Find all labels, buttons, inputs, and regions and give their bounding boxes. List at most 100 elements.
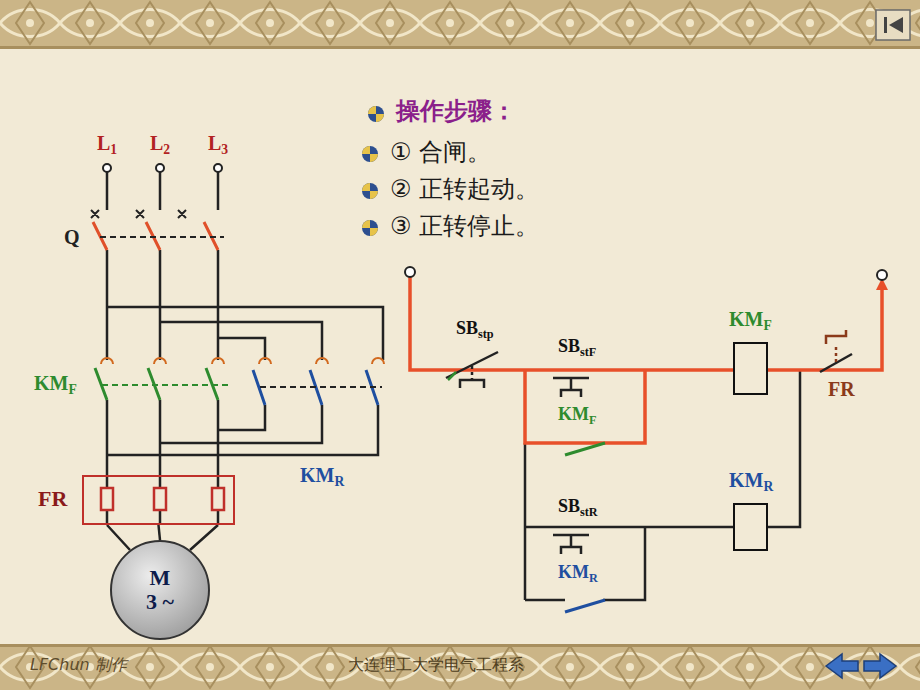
text-subscript: 2 xyxy=(163,142,170,157)
footer-text: 大连理工大学电气工程系 xyxy=(348,656,524,674)
coil-box: KMR xyxy=(733,503,768,551)
power-wire xyxy=(107,405,378,455)
bullet-icon xyxy=(370,228,378,236)
bullet-icon xyxy=(362,183,378,199)
thermal-element xyxy=(101,488,224,510)
bullet-icon xyxy=(368,106,384,122)
bullet-icon xyxy=(362,220,378,236)
start-button xyxy=(553,535,589,554)
footer-text: LFChun 制作 xyxy=(30,656,127,674)
power-wire xyxy=(107,400,218,475)
part-label: KMR xyxy=(300,464,344,490)
control-wire xyxy=(525,370,800,600)
bullet-icon xyxy=(362,220,370,228)
decor-band xyxy=(0,646,920,690)
part-label: KMR xyxy=(729,469,773,495)
nav-button xyxy=(876,10,910,40)
text-main: M xyxy=(150,565,171,590)
terminal xyxy=(214,164,222,172)
text-subscript: stp xyxy=(478,327,494,341)
bullet-icon xyxy=(368,106,376,114)
start-button xyxy=(553,378,589,554)
text-main: L xyxy=(97,132,110,154)
terminal xyxy=(405,267,887,280)
nav-button xyxy=(864,654,896,678)
part-label: Q xyxy=(64,226,80,249)
terminal xyxy=(103,164,222,172)
text-main: SB xyxy=(558,336,580,356)
part-label: SBstp xyxy=(456,318,494,341)
thermal-element xyxy=(101,488,224,510)
text-main: ① 合闸。 xyxy=(390,138,491,166)
nav-button xyxy=(884,17,887,33)
part-label: L3 xyxy=(208,132,228,158)
contactor-kmr xyxy=(253,370,382,405)
motor-text: M xyxy=(150,566,171,590)
text-main: SB xyxy=(558,496,580,516)
decor-band xyxy=(0,0,920,46)
overload-contact xyxy=(826,330,846,344)
text-main: KM xyxy=(34,372,68,394)
bullet-icon xyxy=(368,106,384,122)
part-label: KMF xyxy=(729,308,772,334)
control-wire xyxy=(525,527,645,600)
text-main: ③ 正转停止。 xyxy=(390,212,539,240)
part-label: FR xyxy=(38,487,67,511)
start-button xyxy=(553,378,589,397)
text-subscript: 3 xyxy=(221,142,228,157)
bullet-icon xyxy=(370,191,378,199)
motor-circle: M3 ~ xyxy=(110,540,210,640)
stop-button xyxy=(446,352,498,388)
part-label: SBstR xyxy=(558,496,598,519)
text-main: FR xyxy=(38,486,67,511)
text-main: KM xyxy=(729,469,763,491)
step-text: ① 合闸。 xyxy=(390,139,491,167)
text-main: 大连理工大学电气工程系 xyxy=(348,655,524,674)
text-main: Q xyxy=(64,226,80,248)
text-subscript: stR xyxy=(580,505,598,519)
holding-contact xyxy=(565,443,605,612)
bullet-icon xyxy=(362,220,378,236)
stop-button xyxy=(471,366,474,380)
bullet-icon xyxy=(362,146,370,154)
wire xyxy=(159,525,161,540)
power-wire xyxy=(107,250,218,360)
power-wire xyxy=(107,307,383,360)
step-text: ② 正转起动。 xyxy=(390,176,539,204)
part-label: KMF xyxy=(34,372,77,398)
power-wire xyxy=(107,475,218,525)
bullet-icon xyxy=(362,183,370,191)
text-subscript: stF xyxy=(580,345,596,359)
text-main: L xyxy=(150,132,163,154)
text-main: KM xyxy=(558,562,589,582)
text-main: KM xyxy=(729,308,763,330)
bullet-icon xyxy=(362,106,384,236)
bullet-icon xyxy=(362,183,378,199)
thermal-relay-box: FR xyxy=(82,475,235,525)
contactor-kmr xyxy=(260,386,382,388)
text-main: SB xyxy=(456,318,478,338)
text-main: 3 ~ xyxy=(146,589,174,614)
bullet-icon xyxy=(362,146,378,162)
part-label: L1 xyxy=(97,132,117,158)
contactor-kmf xyxy=(102,384,230,386)
holding-contact xyxy=(565,600,605,612)
text-main: KM xyxy=(300,464,334,486)
overload-contact xyxy=(820,354,852,372)
nav-button xyxy=(889,17,903,33)
text-subscript: F xyxy=(589,413,596,427)
text-main: 操作步骤： xyxy=(396,97,516,125)
overload-contact xyxy=(820,330,852,372)
breaker-q xyxy=(100,236,224,238)
terminal xyxy=(103,164,111,172)
nav-button xyxy=(826,654,858,678)
bullet-icon xyxy=(362,146,378,162)
text-main: ② 正转起动。 xyxy=(390,175,539,203)
breaker-q xyxy=(91,210,224,250)
bullet-icon xyxy=(370,154,378,162)
step-text: 操作步骤： xyxy=(396,98,516,126)
